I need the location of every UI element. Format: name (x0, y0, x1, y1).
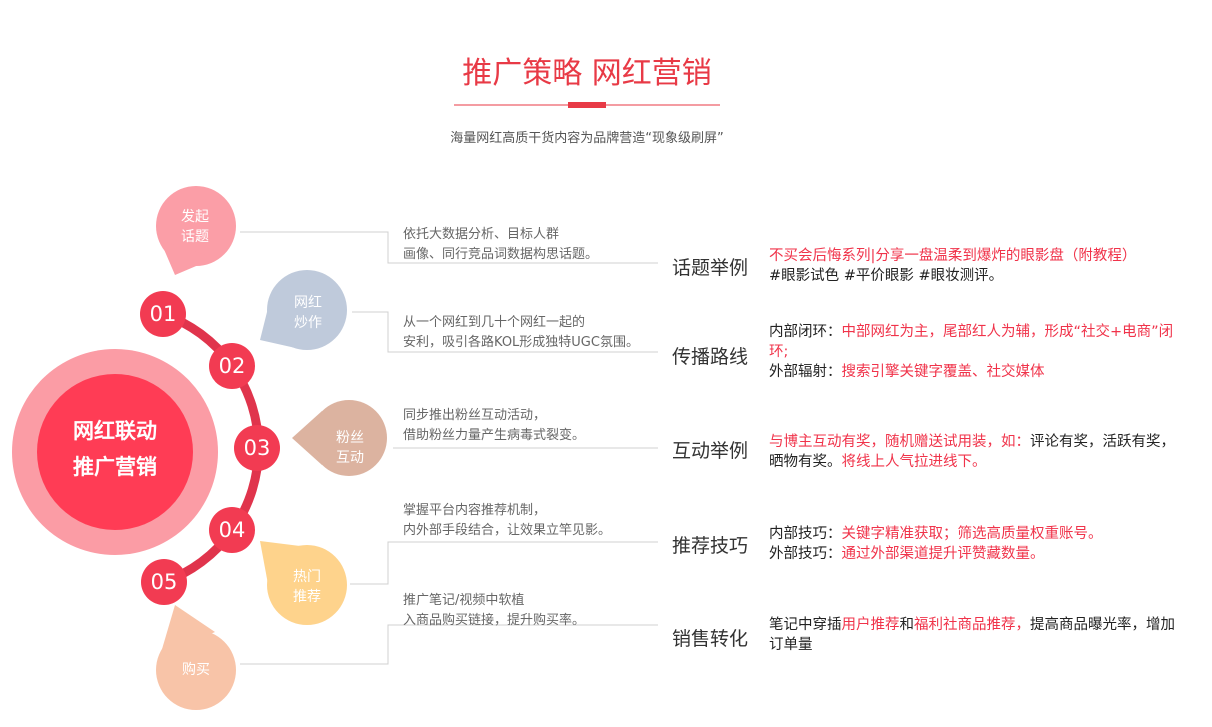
node-04 (209, 507, 255, 553)
bubble-label: 网红炒作 (294, 295, 322, 331)
category-label: 话题举例 (672, 257, 749, 279)
bubble-3 (292, 400, 387, 476)
center-title: 网红联动 推广营销 (35, 413, 195, 485)
bubble-label: 发起话题 (181, 209, 209, 245)
category-label: 传播路线 (672, 346, 749, 368)
step-description: 依托大数据分析、目标人群画像、同行竞品词数据构思话题。 (403, 227, 599, 262)
bubble-label: 热门推荐 (293, 569, 321, 605)
center-line-1: 网红联动 (73, 419, 157, 443)
detail-spread: 内部闭环：中部网红为主，尾部红人为辅，形成“社交+电商”闭环; 外部辐射：搜索引… (769, 324, 1174, 380)
category-label: 销售转化 (672, 628, 749, 650)
node-number: 02 (218, 354, 246, 378)
category-label: 互动举例 (672, 440, 749, 462)
connector-1 (240, 231, 658, 264)
bubble-4 (260, 541, 347, 625)
center-circle (37, 374, 193, 530)
bubble-5 (156, 605, 236, 710)
step-description: 掌握平台内容推荐机制，内外部手段结合，让效果立竿见影。 (403, 503, 612, 538)
bubble-2 (260, 270, 347, 350)
connector-2 (352, 311, 658, 353)
center-line-2: 推广营销 (73, 455, 157, 479)
node-number: 04 (218, 518, 246, 542)
title-divider-accent (568, 102, 606, 108)
connector-lines (240, 231, 658, 665)
step-description: 推广笔记/视频中软植入商品购买链接，提升购买率。 (403, 593, 586, 628)
category-label: 推荐技巧 (672, 535, 749, 557)
node-05 (141, 559, 187, 605)
connector-5 (240, 624, 658, 665)
node-02 (209, 343, 255, 389)
node-01 (140, 291, 186, 337)
connector-4 (350, 541, 658, 585)
page-subtitle: 海量网红高质干货内容为品牌营造“现象级刷屏” (450, 131, 724, 146)
detail-topic: 不买会后悔系列|分享一盘温柔到爆炸的眼影盘（附教程）#眼影试色 #平价眼影 #眼… (769, 248, 1137, 284)
detail-recommend: 内部技巧：关键字精准获取；筛选高质量权重账号。 外部技巧：通过外部渠道提升评赞藏… (769, 526, 1103, 562)
bubble-1 (156, 186, 236, 275)
node-number: 05 (150, 570, 178, 594)
node-number: 03 (243, 436, 271, 460)
bubble-label: 粉丝互动 (336, 430, 364, 466)
bubble-label: 购买 (182, 662, 210, 678)
step-description: 从一个网红到几十个网红一起的安利，吸引各路KOL形成独特UGC氛围。 (403, 315, 639, 350)
detail-sales: 笔记中穿插用户推荐和福利社商品推荐，提高商品曝光率，增加订单量 (769, 617, 1175, 653)
page-title: 推广策略 网红营销 (462, 56, 712, 91)
detail-interaction: 与博主互动有奖，随机赠送试用装，如：评论有奖，活跃有奖，晒物有奖。将线上人气拉进… (769, 434, 1175, 470)
step-description: 同步推出粉丝互动活动，借助粉丝力量产生病毒式裂变。 (403, 408, 586, 443)
node-03 (234, 425, 280, 471)
node-number: 01 (149, 302, 177, 326)
